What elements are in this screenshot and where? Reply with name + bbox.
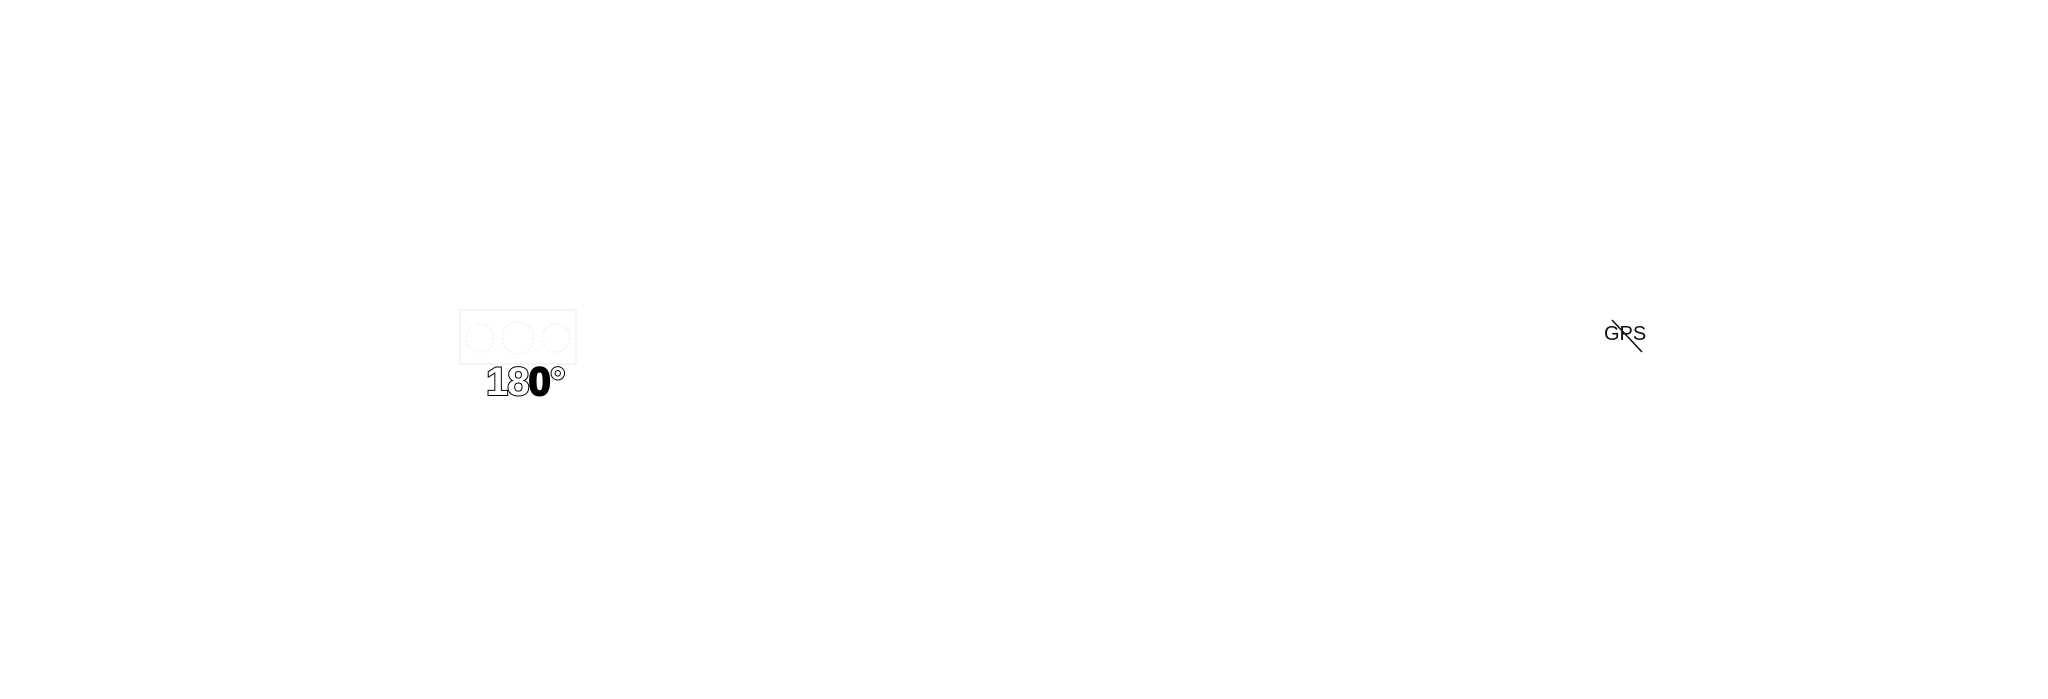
angle-digits: 18 [485, 360, 530, 404]
panorama-mode-indicator[interactable]: 180° [458, 308, 578, 408]
gps-status-indicator[interactable]: GPS [1602, 318, 1654, 354]
panorama-icon [458, 308, 578, 368]
gps-off-icon [1602, 318, 1654, 354]
angle-unit: ° [549, 360, 567, 404]
panorama-angle-label: 180° [485, 360, 567, 404]
angle-zero: 0 [527, 360, 551, 404]
